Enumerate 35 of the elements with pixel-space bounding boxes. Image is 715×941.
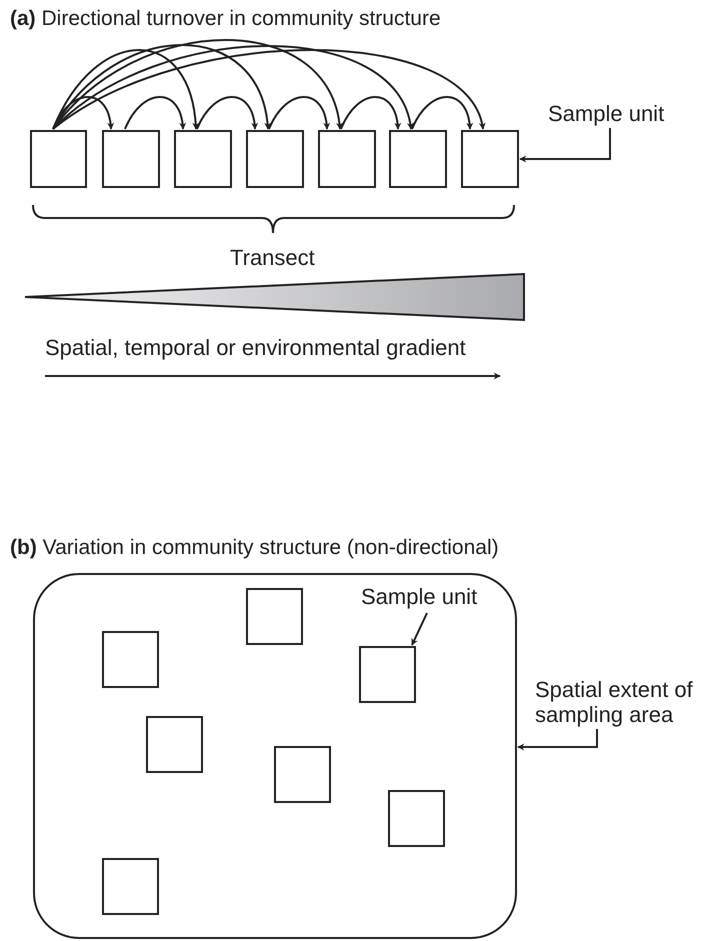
sampling-area-outline [33, 573, 517, 939]
panel-heading: (b) Variation in community structure (non-directional) [10, 536, 499, 560]
square-sample-plot [174, 130, 232, 188]
turnover-arrow [52, 45, 413, 130]
square-sample-plot [246, 130, 304, 188]
square-sample-plot [102, 858, 159, 915]
turnover-arrow [196, 96, 258, 130]
turnover-arrow [52, 49, 484, 130]
square-sample-plot [246, 588, 303, 645]
square-sample-plot [388, 790, 445, 847]
panel-heading: (a) Directional turnover in community structure [10, 7, 441, 31]
square-sample-plot [389, 130, 447, 188]
turnover-arrow [411, 96, 473, 130]
square-sample-plot [30, 130, 87, 188]
turnover-arrow [124, 96, 186, 130]
turnover-arrow [52, 44, 270, 130]
turnover-arrow [52, 49, 199, 130]
callout-label: Sample unit [548, 101, 683, 126]
square-sample-plot [359, 646, 416, 703]
turnover-arrow [340, 96, 401, 130]
square-sample-plot [461, 130, 519, 188]
square-sample-plot [146, 716, 203, 773]
square-sample-plot [274, 746, 331, 803]
leader-arrow [517, 729, 598, 750]
turnover-arrow [268, 96, 330, 130]
leader-arrow [411, 612, 428, 646]
leader-arrow [519, 128, 611, 162]
square-sample-plot [318, 130, 376, 188]
square-sample-plot [102, 631, 159, 688]
axis-caption: Spatial, temporal or environmental gradient [45, 336, 466, 360]
callout-label: Sample unit [361, 584, 491, 609]
axis-caption: Transect [230, 246, 315, 270]
square-sample-plot [102, 130, 160, 188]
callout-label: Spatial extent of sampling area [535, 677, 713, 727]
turnover-arrow [52, 39, 342, 130]
